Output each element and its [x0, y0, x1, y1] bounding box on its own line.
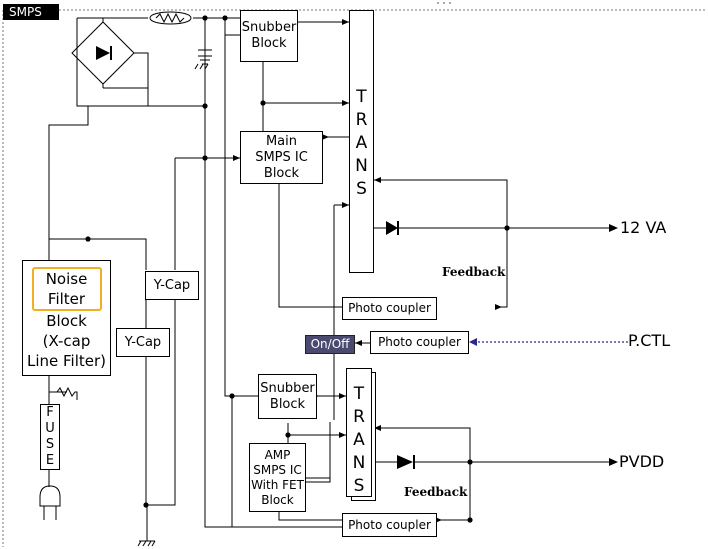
snubber-block-top: Snubber Block: [240, 10, 298, 62]
output-12va-label: 12 VA: [620, 218, 667, 237]
fuse-block: F U S E: [40, 404, 60, 470]
trans-letter: N: [355, 156, 368, 176]
feedback-label-top: Feedback: [442, 265, 506, 279]
trans-letter: S: [356, 179, 367, 199]
smps-tag: SMPS: [3, 4, 59, 20]
amp-smps-ic-block: AMP SMPS IC With FET Block: [249, 443, 306, 512]
trans-letter: T: [353, 384, 365, 404]
noise-filter-highlight: Noise Filter: [31, 266, 102, 311]
trans-letter: R: [355, 110, 368, 130]
transformer-bottom: T R A N S: [346, 368, 372, 497]
fuse-letter: F: [46, 405, 54, 420]
feedback-label-bottom: Feedback: [404, 485, 468, 499]
photo-coupler-2: Photo coupler: [370, 331, 469, 354]
y-cap-2: Y-Cap: [116, 328, 170, 357]
noise-filter-label: Block (X-cap Line Filter): [26, 311, 107, 370]
main-smps-ic-block: Main SMPS IC Block: [240, 131, 323, 184]
photo-coupler-1: Photo coupler: [342, 297, 437, 320]
noise-filter-block: Noise Filter Block (X-cap Line Filter): [22, 260, 111, 376]
fuse-letter: S: [45, 437, 55, 452]
trans-letter: R: [353, 407, 365, 427]
snubber-block-bottom: Snubber Block: [258, 374, 317, 419]
input-pctl-label: P.CTL: [628, 331, 671, 350]
output-pvdd-label: PVDD: [619, 452, 665, 471]
trans-letter: T: [356, 87, 367, 107]
photo-coupler-3: Photo coupler: [342, 513, 437, 537]
trans-letter: S: [353, 476, 365, 496]
trans-letter: A: [353, 430, 365, 450]
transformer-top: T R A N S: [349, 10, 374, 273]
fuse-letter: E: [45, 453, 55, 468]
on-off-switch: On/Off: [305, 335, 355, 354]
trans-letter: A: [355, 133, 368, 153]
y-cap-1: Y-Cap: [145, 271, 199, 300]
trans-letter: N: [352, 453, 366, 473]
fuse-letter: U: [45, 421, 55, 436]
